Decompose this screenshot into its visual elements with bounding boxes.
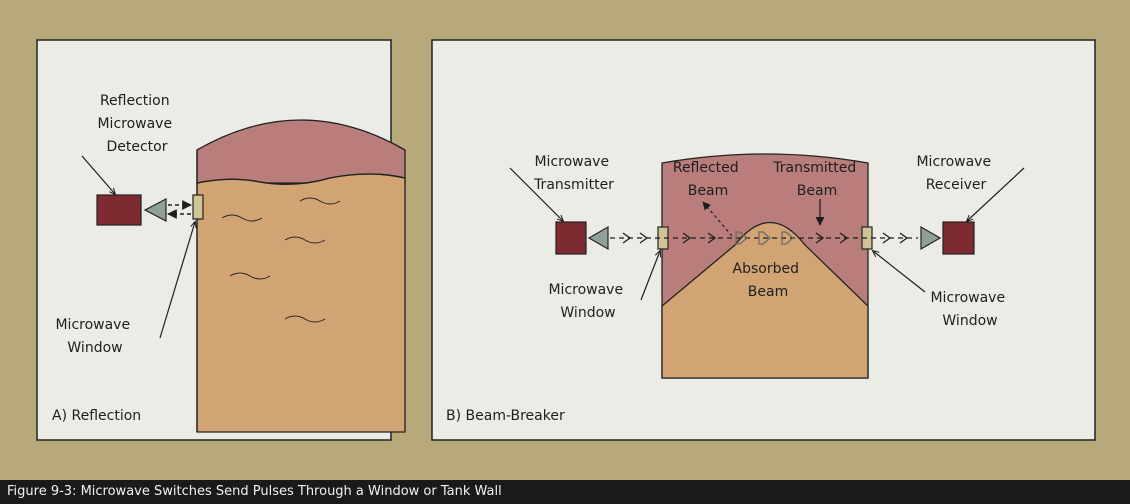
svg-text:Reflected Beam: Reflected Beam	[673, 160, 743, 199]
beam-chevrons	[622, 232, 909, 244]
transmitted-label-line2: Beam	[797, 183, 837, 199]
svg-text:Microwave Window: Microwave Window	[55, 317, 134, 356]
transmitter-leader	[509, 167, 563, 221]
liquid-ripple	[299, 197, 341, 205]
svg-text:Transmitted Beam: Transmitted Beam	[772, 160, 860, 199]
detector-leader	[81, 155, 115, 194]
absorbed-beam-arrows	[735, 231, 794, 245]
right-window-label-line2: Window	[942, 313, 997, 329]
panel-a-title: A) Reflection	[52, 408, 141, 424]
receiver-label-line1: Microwave	[916, 154, 991, 170]
left-window-leader	[640, 251, 660, 301]
transmitter-label-line1: Microwave	[534, 154, 609, 170]
svg-text:Reflection Microwave D: Reflection Microwave Detector	[97, 93, 176, 155]
receiver-label-line2: Receiver	[926, 177, 987, 193]
figure-caption: Figure 9-3: Microwave Switches Send Puls…	[0, 480, 1130, 504]
absorbed-label-line2: Beam	[748, 284, 788, 300]
right-window-leader	[873, 251, 926, 293]
microwave-window-a	[192, 194, 204, 220]
right-window-label-line1: Microwave	[930, 290, 1005, 306]
svg-text:Absorbed Beam: Absorbed Beam	[733, 261, 804, 300]
transmitted-label-line1: Transmitted	[772, 160, 856, 176]
liquid-ripple	[284, 236, 326, 244]
window-a-label-line2: Window	[67, 340, 122, 356]
reflected-label-line1: Reflected	[673, 160, 739, 176]
liquid-ripple	[229, 272, 271, 280]
liquid-ripple	[221, 214, 263, 222]
detector-label-line1: Reflection	[100, 93, 170, 109]
left-window-label-line2: Window	[560, 305, 615, 321]
svg-text:Microwave Window: Microwave Window	[548, 282, 627, 321]
tank-b	[661, 153, 869, 379]
tank-a-liquid	[196, 173, 406, 433]
tank-a-vapor	[196, 119, 406, 184]
receiver-leader	[967, 167, 1025, 221]
tank-a	[196, 119, 406, 433]
svg-text:Microwave Window: Microwave Window	[930, 290, 1009, 329]
svg-text:Microwave Receiver: Microwave Receiver	[916, 154, 995, 193]
transmitter-box	[555, 221, 587, 255]
detector-horn-icon	[143, 198, 167, 222]
reflected-beam	[702, 201, 733, 237]
window-a-leader	[159, 222, 195, 339]
transmitter-label-line2: Transmitter	[533, 177, 614, 193]
receiver-box	[942, 221, 975, 255]
transmitter-horn-icon	[587, 225, 609, 251]
receiver-horn-icon	[920, 225, 942, 251]
reflected-label-line2: Beam	[688, 183, 728, 199]
left-window-label-line1: Microwave	[548, 282, 623, 298]
liquid-ripple	[284, 315, 326, 323]
window-a-label-line1: Microwave	[55, 317, 130, 333]
detector-label-line2: Microwave	[97, 116, 172, 132]
absorbed-label-line1: Absorbed	[733, 261, 799, 277]
panel-b-title: B) Beam-Breaker	[446, 408, 565, 424]
svg-text:Microwave Transmitter: Microwave Transmitter	[533, 154, 614, 193]
reflection-detector-box	[96, 194, 142, 226]
detector-label-line3: Detector	[106, 139, 167, 155]
